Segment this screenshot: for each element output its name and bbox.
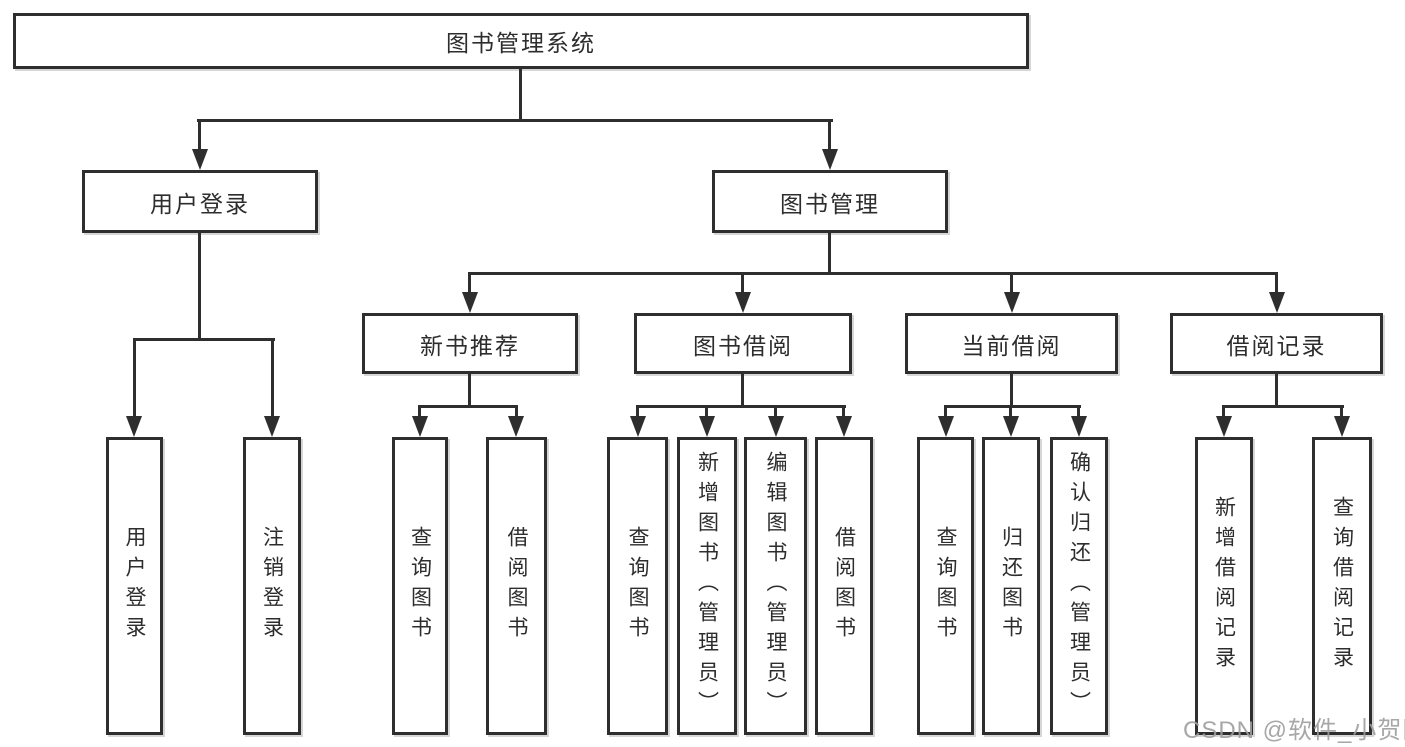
- arrowhead-query-books-1: [412, 416, 428, 437]
- connector-stem-edit-books: [774, 405, 777, 421]
- connector-stem-query-books-1: [418, 405, 421, 421]
- connector-stem-add-record: [1222, 405, 1225, 421]
- arrowhead-borrow-books-1: [508, 416, 524, 437]
- node-leaf-logout: 注销登录: [243, 437, 301, 735]
- arrowhead-add-record: [1216, 416, 1232, 437]
- connector-stem-confirm-return: [1077, 405, 1080, 421]
- connector-stem-book-management: [828, 119, 831, 152]
- connector-stem-borrow-books-2: [842, 405, 845, 421]
- arrowhead-borrow-records: [1269, 292, 1285, 313]
- node-leaf-query-books-recommend: 查询图书: [392, 437, 448, 735]
- connector-book-borrow-vertical: [741, 374, 744, 408]
- node-leaf-edit-books-admin: 编辑图书（管理员）: [744, 437, 807, 735]
- connector-current-borrow-horizontal: [944, 405, 1081, 408]
- node-new-book-recommend: 新书推荐: [362, 313, 578, 374]
- connector-new-book-horizontal: [418, 405, 518, 408]
- node-leaf-add-borrow-record: 新增借阅记录: [1195, 437, 1253, 735]
- arrowhead-login-leaf: [126, 416, 142, 437]
- connector-user-login-vertical: [198, 233, 201, 341]
- connector-borrow-records-horizontal: [1222, 405, 1344, 408]
- connector-new-book-vertical: [468, 374, 471, 408]
- node-leaf-confirm-return-admin: 确认归还（管理员）: [1050, 437, 1108, 735]
- arrowhead-current-borrow: [1004, 292, 1020, 313]
- node-leaf-query-borrow-record: 查询借阅记录: [1312, 437, 1372, 735]
- arrowhead-new-book: [462, 292, 478, 313]
- arrowhead-logout-leaf: [264, 416, 280, 437]
- arrowhead-query-books-3: [938, 416, 954, 437]
- node-leaf-add-books-admin: 新增图书（管理员）: [677, 437, 737, 735]
- arrowhead-edit-books: [768, 416, 784, 437]
- node-current-borrowing: 当前借阅: [905, 313, 1118, 374]
- connector-borrow-records-vertical: [1275, 374, 1278, 408]
- connector-stem-login-leaf: [133, 338, 136, 420]
- connector-stem-return-books: [1009, 405, 1012, 421]
- arrowhead-return-books: [1003, 416, 1019, 437]
- node-book-management: 图书管理: [712, 170, 948, 233]
- connector-stem-query-books-2: [636, 405, 639, 421]
- node-leaf-query-books-current: 查询图书: [917, 437, 974, 735]
- connector-stem-borrow-records: [1275, 272, 1278, 296]
- connector-stem-book-borrow: [741, 272, 744, 296]
- connector-root-horizontal: [197, 119, 833, 122]
- connector-stem-new-book: [468, 272, 471, 296]
- node-leaf-borrow-books-recommend: 借阅图书: [486, 437, 547, 735]
- connector-root-vertical: [519, 69, 522, 122]
- node-library-management-system: 图书管理系统: [13, 13, 1029, 69]
- arrowhead-query-books-2: [630, 416, 646, 437]
- connector-stem-query-record: [1340, 405, 1343, 421]
- connector-current-borrow-vertical: [1010, 374, 1013, 408]
- connector-stem-user-login: [198, 119, 201, 152]
- csdn-watermark: CSDN @软件_小贺同学: [1183, 717, 1405, 744]
- connector-user-login-horizontal: [133, 338, 275, 341]
- connector-stem-query-books-3: [944, 405, 947, 421]
- arrowhead-book-management: [822, 149, 838, 170]
- connector-book-mgmt-vertical: [828, 233, 831, 275]
- connector-stem-borrow-books-1: [515, 405, 518, 421]
- arrowhead-borrow-books-2: [836, 416, 852, 437]
- arrowhead-book-borrow: [735, 292, 751, 313]
- node-leaf-query-books-borrowing: 查询图书: [607, 437, 668, 735]
- arrowhead-user-login: [192, 149, 208, 170]
- node-leaf-return-books: 归还图书: [982, 437, 1040, 735]
- connector-stem-logout-leaf: [271, 338, 274, 420]
- node-leaf-borrow-books: 借阅图书: [815, 437, 873, 735]
- connector-book-borrow-horizontal: [636, 405, 846, 408]
- connector-book-mgmt-horizontal: [468, 272, 1278, 275]
- node-user-login: 用户登录: [82, 170, 318, 233]
- arrowhead-add-books: [699, 416, 715, 437]
- arrowhead-confirm-return: [1071, 416, 1087, 437]
- node-book-borrowing: 图书借阅: [634, 313, 852, 374]
- node-leaf-user-login: 用户登录: [106, 437, 163, 735]
- arrowhead-query-record: [1334, 416, 1350, 437]
- connector-stem-current-borrow: [1010, 272, 1013, 296]
- node-borrowing-records: 借阅记录: [1170, 313, 1383, 374]
- connector-stem-add-books: [705, 405, 708, 421]
